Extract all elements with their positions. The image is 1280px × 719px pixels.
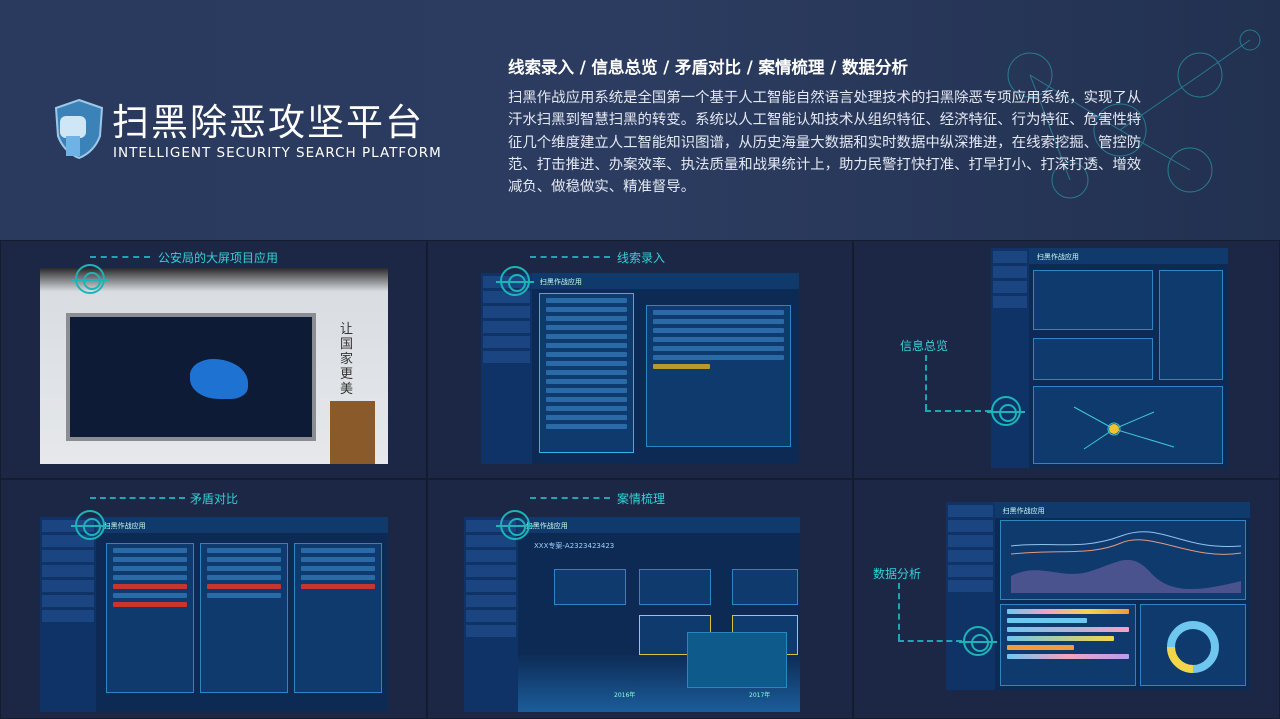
target-icon	[71, 264, 109, 294]
trend-chart	[1010, 531, 1242, 593]
label-contrast: 矛盾对比	[190, 492, 239, 506]
app-title: 扫黑作战应用	[531, 273, 799, 289]
big-screen-photo: 让国家更美	[40, 268, 388, 464]
label-data-analysis: 数据分析	[873, 567, 922, 581]
app-title: 扫黑作战应用	[517, 517, 800, 533]
data-analysis-screen: 扫黑作战应用	[946, 502, 1250, 690]
case-screen: 扫黑作战应用 XXX专案-A2323423423 2016年 2017年	[464, 517, 800, 712]
target-icon	[71, 510, 109, 540]
contrast-screen: 扫黑作战应用	[40, 517, 388, 712]
year-2016: 2016年	[614, 692, 636, 699]
app-title: 扫黑作战应用	[1028, 248, 1228, 264]
app-title: 扫黑作战应用	[95, 517, 388, 533]
platform-title: 扫黑除恶攻坚平台	[112, 101, 424, 144]
clue-entry-screen: 扫黑作战应用	[481, 273, 799, 464]
label-case: 案情梳理	[617, 492, 666, 506]
network-graphic	[1007, 29, 1261, 199]
label-big-screen: 公安局的大屏项目应用	[158, 251, 279, 265]
target-icon	[987, 396, 1025, 426]
shield-fist-logo	[54, 98, 104, 160]
overview-screen: 扫黑作战应用	[991, 248, 1228, 468]
app-title: 扫黑作战应用	[994, 502, 1250, 518]
podium	[330, 401, 375, 464]
target-icon	[959, 626, 997, 656]
header: 扫黑除恶攻坚平台 INTELLIGENT SECURITY SEARCH PLA…	[0, 0, 1280, 240]
label-clue-entry: 线索录入	[617, 251, 666, 265]
year-2017: 2017年	[749, 692, 771, 699]
label-overview: 信息总览	[900, 339, 949, 353]
feature-list: 线索录入 / 信息总览 / 矛盾对比 / 案情梳理 / 数据分析	[508, 58, 909, 77]
target-icon	[496, 510, 534, 540]
platform-subtitle: INTELLIGENT SECURITY SEARCH PLATFORM	[113, 145, 442, 161]
big-screen-display	[66, 313, 316, 441]
target-icon	[496, 266, 534, 296]
platform-description: 扫黑作战应用系统是全国第一个基于人工智能自然语言处理技术的扫黑除恶专项应用系统，…	[508, 90, 1142, 196]
donut-chart	[1167, 621, 1219, 673]
wall-slogan: 让国家更美	[340, 322, 354, 397]
case-id: XXX专案-A2323423423	[534, 542, 615, 550]
